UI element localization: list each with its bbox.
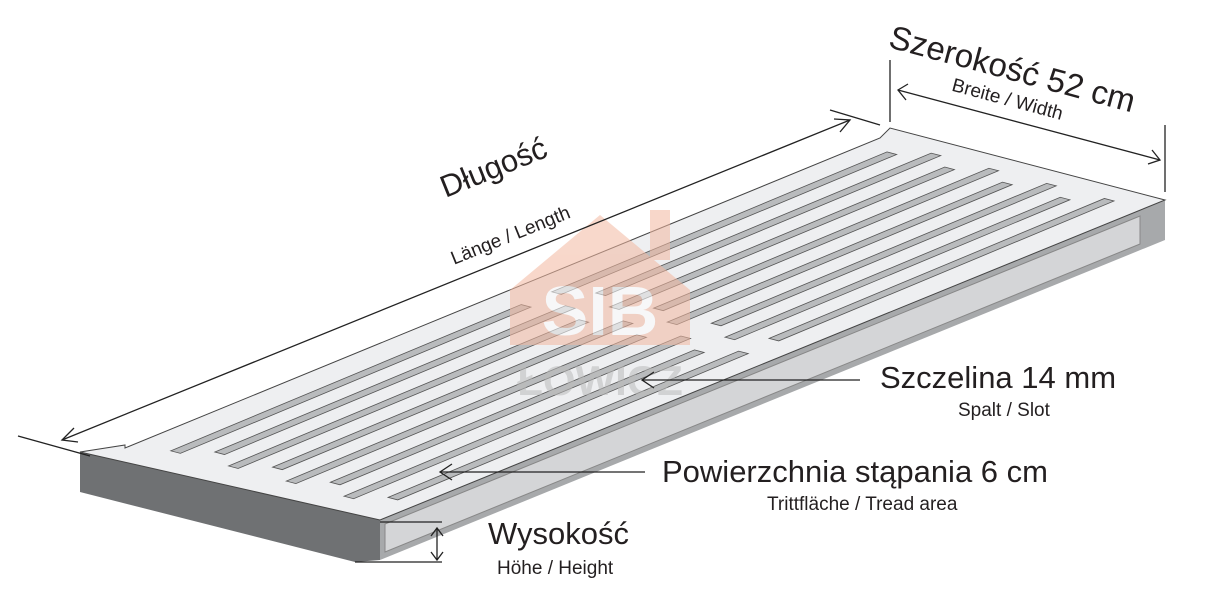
svg-text:SIB: SIB <box>542 272 659 350</box>
slot <box>723 196 1072 341</box>
width-dimension-line <box>897 89 1161 161</box>
width-arrow-left-icon <box>897 83 909 101</box>
length-arrow-left-icon <box>60 427 79 443</box>
slot-arrow-icon <box>640 371 655 389</box>
watermark-logo: SIB ŁOWICZ <box>510 210 690 404</box>
slot <box>767 198 1116 342</box>
length-extension-right <box>829 109 881 126</box>
slot-label: Szczelina 14 mm <box>880 360 1117 395</box>
slot <box>329 335 692 486</box>
slot <box>710 182 1058 327</box>
height-label: Wysokość <box>488 516 629 551</box>
length-arrow-right-icon <box>833 118 852 133</box>
grating-end-face <box>80 452 380 562</box>
height-arrow-bottom-icon <box>430 551 444 562</box>
height-arrow-top-icon <box>430 526 444 537</box>
slot <box>386 350 750 501</box>
tread-sublabel: Trittfläche / Tread area <box>767 494 958 515</box>
width-arrow-right-icon <box>1147 149 1162 165</box>
height-sublabel: Höhe / Height <box>497 558 614 579</box>
grating-side-groove <box>384 215 1141 553</box>
slots <box>169 151 1116 501</box>
slot <box>342 349 706 500</box>
tread-label: Powierzchnia stąpania 6 cm <box>662 454 1048 489</box>
tread-arrow-icon <box>438 463 453 481</box>
length-extension-left <box>17 435 91 457</box>
slot-sublabel: Spalt / Slot <box>958 400 1050 421</box>
length-dimension-line <box>61 119 851 441</box>
